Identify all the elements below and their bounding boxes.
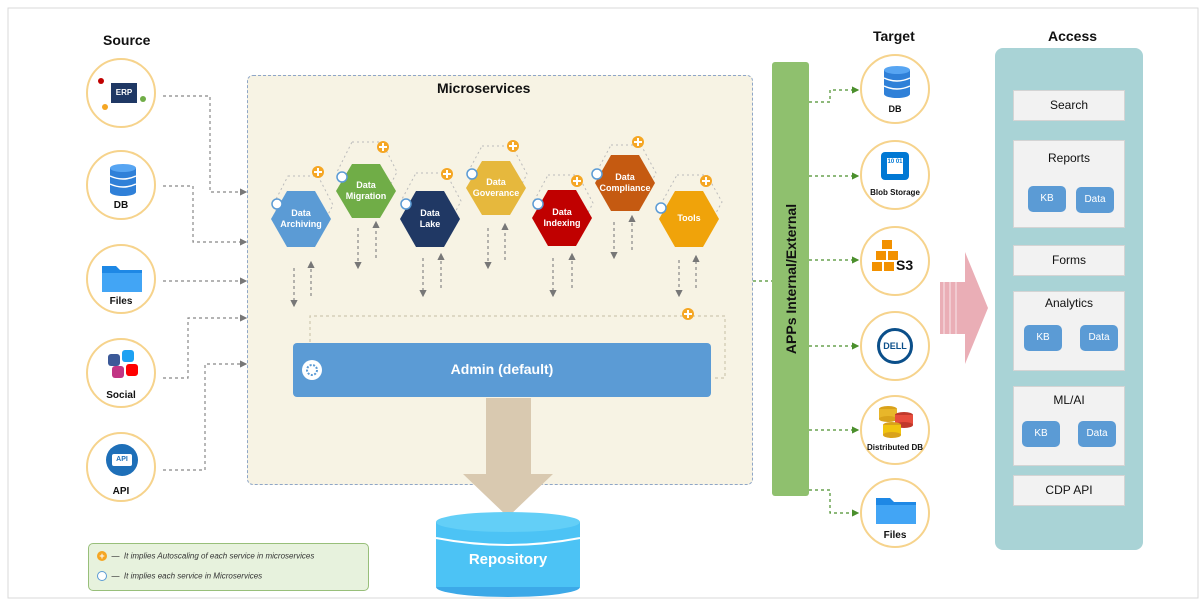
target-blob-storage: 10 01 Blob Storage bbox=[860, 140, 930, 210]
access-mlai[interactable]: ML/AI KB Data bbox=[1013, 386, 1125, 466]
legend: + — It implies Autoscaling of each servi… bbox=[88, 543, 369, 591]
target-dell: DELL bbox=[860, 311, 930, 381]
analytics-kb[interactable]: KB bbox=[1024, 325, 1062, 351]
target-s3: S3 bbox=[860, 226, 930, 296]
source-social: Social bbox=[86, 338, 156, 408]
source-db: DB bbox=[86, 150, 156, 220]
blob-storage-icon: 10 01 bbox=[881, 152, 909, 180]
mlai-kb[interactable]: KB bbox=[1022, 421, 1060, 447]
source-heading: Source bbox=[103, 32, 151, 48]
folder-icon bbox=[876, 498, 916, 524]
reports-data[interactable]: Data bbox=[1076, 187, 1114, 213]
target-files: Files bbox=[860, 478, 930, 548]
source-files-label: Files bbox=[109, 296, 133, 307]
apps-label: APPs Internal/External bbox=[782, 203, 799, 355]
source-erp: ERP bbox=[86, 58, 156, 128]
dell-logo-icon: DELL bbox=[877, 328, 913, 364]
source-api: API API bbox=[86, 432, 156, 502]
s3-icon bbox=[872, 240, 898, 271]
admin-label: Admin (default) bbox=[450, 361, 554, 377]
access-forms[interactable]: Forms bbox=[1013, 245, 1125, 276]
target-files-label: Files bbox=[883, 530, 907, 541]
api-icon: API bbox=[106, 444, 138, 476]
access-reports[interactable]: Reports KB Data bbox=[1013, 140, 1125, 228]
admin-default-bar: Admin (default) bbox=[293, 343, 711, 397]
legend-service-text: It implies each service in Microservices bbox=[123, 571, 263, 581]
target-db-label: DB bbox=[888, 104, 902, 114]
target-db: DB bbox=[860, 54, 930, 124]
repository-label: Repository bbox=[468, 551, 548, 568]
service-badge-icon bbox=[97, 571, 107, 581]
database-icon bbox=[109, 164, 137, 196]
legend-autoscale-row: + — It implies Autoscaling of each servi… bbox=[97, 551, 314, 561]
target-heading: Target bbox=[873, 28, 915, 44]
distributed-db-icon bbox=[879, 406, 913, 438]
mlai-data[interactable]: Data bbox=[1078, 421, 1116, 447]
access-heading: Access bbox=[1048, 28, 1098, 44]
analytics-title: Analytics bbox=[1044, 296, 1094, 310]
reports-title: Reports bbox=[1047, 151, 1091, 165]
source-db-label: DB bbox=[113, 200, 129, 211]
legend-autoscale-text: It implies Autoscaling of each service i… bbox=[123, 551, 315, 561]
microservice-icon bbox=[302, 360, 322, 380]
access-cdp-api[interactable]: CDP API bbox=[1013, 475, 1125, 506]
source-files: Files bbox=[86, 244, 156, 314]
target-s3-label: S3 bbox=[896, 257, 914, 273]
access-search[interactable]: Search bbox=[1013, 90, 1125, 121]
legend-service-row: — It implies each service in Microservic… bbox=[97, 571, 262, 581]
folder-icon bbox=[102, 266, 142, 292]
microservices-heading: Microservices bbox=[437, 80, 531, 96]
access-panel: Search Reports KB Data Forms Analytics K… bbox=[995, 48, 1143, 550]
mlai-title: ML/AI bbox=[1053, 393, 1085, 407]
reports-kb[interactable]: KB bbox=[1028, 186, 1066, 212]
target-blob-storage-label: Blob Storage bbox=[870, 188, 920, 197]
service-tools: Tools bbox=[677, 213, 701, 223]
target-distributed-db: Distributed DB bbox=[860, 395, 930, 465]
access-analytics[interactable]: Analytics KB Data bbox=[1013, 291, 1125, 371]
database-icon bbox=[883, 66, 911, 98]
source-api-label: API bbox=[112, 486, 130, 497]
target-distributed-db-label: Distributed DB bbox=[867, 443, 923, 452]
erp-icon: ERP bbox=[111, 83, 137, 103]
social-icon bbox=[108, 350, 138, 380]
autoscale-plus-icon: + bbox=[97, 551, 107, 561]
analytics-data[interactable]: Data bbox=[1080, 325, 1118, 351]
apps-internal-external-bar: APPs Internal/External bbox=[772, 62, 809, 496]
source-social-label: Social bbox=[106, 390, 136, 401]
